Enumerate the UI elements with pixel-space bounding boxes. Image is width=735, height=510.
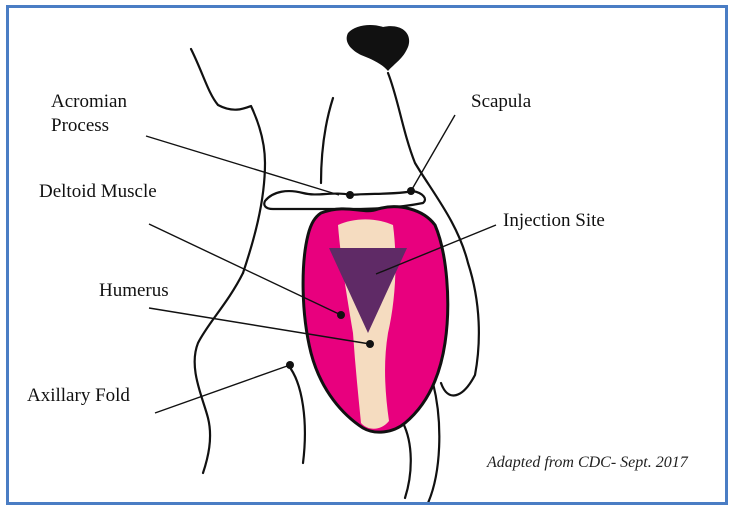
scapula-dot	[407, 187, 415, 195]
acromion-dot	[346, 191, 354, 199]
deltoid-muscle-label: Deltoid Muscle	[39, 180, 157, 204]
shoulder-anatomy-illustration	[9, 8, 728, 505]
head-shape	[347, 25, 409, 71]
acromion-label-line2: Process	[51, 114, 127, 138]
body-left-outline	[195, 273, 243, 473]
diagram-frame: Acromian Process Scapula Deltoid Muscle …	[6, 5, 728, 505]
neck-right-outline	[321, 98, 333, 183]
injection-site-label: Injection Site	[503, 209, 605, 233]
acromion-leader-line	[146, 136, 339, 195]
acromion-process-label: Acromian Process	[51, 90, 127, 138]
axillary-fold-label: Axillary Fold	[27, 384, 130, 408]
scapula-leader-line	[411, 115, 455, 191]
acromion-label-line1: Acromian	[51, 90, 127, 114]
scapula-label: Scapula	[471, 90, 531, 114]
humerus-dot	[366, 340, 374, 348]
humerus-label: Humerus	[99, 279, 169, 303]
source-caption: Adapted from CDC- Sept. 2017	[487, 454, 688, 472]
axillary-fold-leader-line	[155, 365, 290, 413]
axillary-fold-dot	[286, 361, 294, 369]
deltoid-dot	[337, 311, 345, 319]
